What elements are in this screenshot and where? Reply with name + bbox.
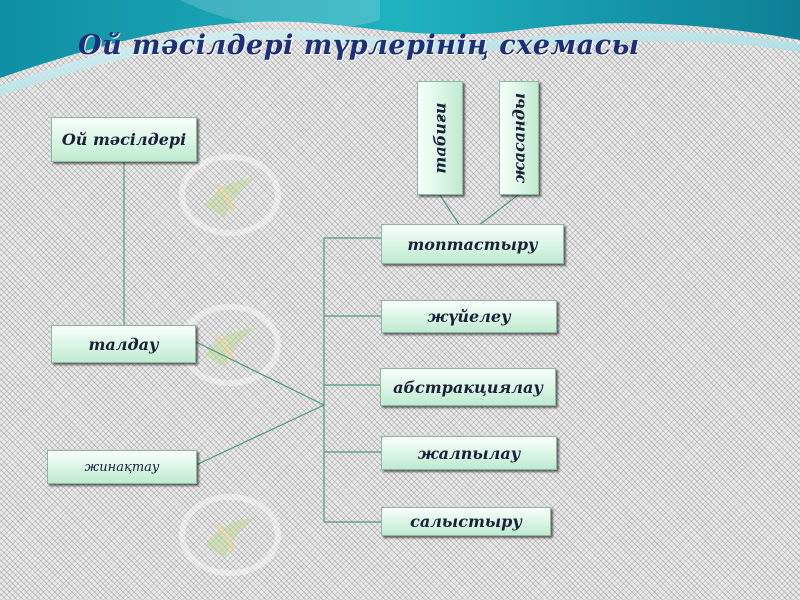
node-salystyru: салыстыру	[381, 507, 551, 536]
node-label: талдау	[88, 334, 159, 354]
node-label: топтастыру	[407, 234, 538, 254]
node-zhinaqtau: жинақтау	[47, 450, 197, 484]
node-oi-tasilderi: Ой тәсілдері	[51, 117, 197, 162]
node-taldau: талдау	[51, 325, 196, 363]
node-label: жүйелеу	[427, 307, 511, 326]
node-label: жасанды	[509, 92, 529, 184]
node-toptastyru: топтастыру	[381, 224, 564, 264]
node-label: Ой тәсілдері	[61, 130, 187, 149]
page-title: Ой тәсілдері түрлерінің схемасы	[78, 30, 640, 61]
node-label: жалпылау	[417, 443, 521, 463]
bird-watermark-icon	[179, 494, 281, 576]
node-label: салыстыру	[410, 512, 522, 531]
node-abstraktsiialau: абстракциялау	[380, 368, 556, 406]
node-label: табиғи	[430, 102, 450, 174]
bird-watermark-icon	[179, 154, 281, 236]
header-banner	[0, 0, 800, 96]
node-zhasandy: жасанды	[499, 81, 539, 195]
node-tabigi: табиғи	[417, 81, 463, 195]
node-zhalpylau: жалпылау	[381, 436, 557, 470]
node-zhuieleu: жүйелеу	[381, 300, 557, 333]
node-label: абстракциялау	[393, 377, 543, 397]
node-label: жинақтау	[84, 459, 160, 475]
